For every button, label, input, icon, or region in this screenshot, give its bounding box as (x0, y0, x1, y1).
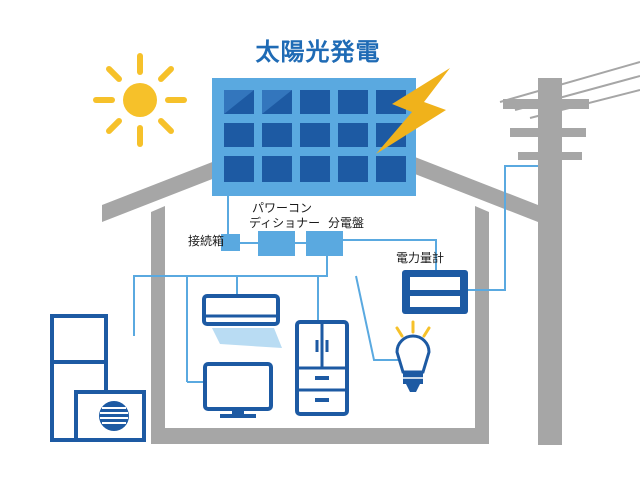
distribution-board (306, 231, 343, 256)
television-icon (203, 362, 273, 418)
junction-box (221, 234, 240, 251)
distribution-board-label: 分電盤 (328, 216, 365, 230)
water-heater-icon (50, 314, 146, 442)
wiring (133, 165, 538, 383)
power-meter-icon (402, 270, 468, 314)
light-bulb-icon (395, 320, 431, 392)
utility-pole-icon (499, 61, 640, 445)
junction-box-label: 接続箱 (188, 234, 225, 248)
air-conditioner-icon (202, 294, 282, 348)
power-conditioner (258, 231, 295, 256)
diagram-title: 太陽光発電 (255, 38, 381, 66)
house-outline (102, 120, 538, 444)
refrigerator-icon (295, 320, 349, 416)
sun-icon (93, 53, 187, 147)
solar-panel-icon (212, 78, 416, 196)
power-conditioner-label-line1: パワーコン (252, 201, 313, 215)
power-conditioner-label-line2: ディショナー (249, 216, 321, 230)
power-meter-label: 電力量計 (396, 251, 445, 265)
lightning-icon (376, 68, 450, 154)
